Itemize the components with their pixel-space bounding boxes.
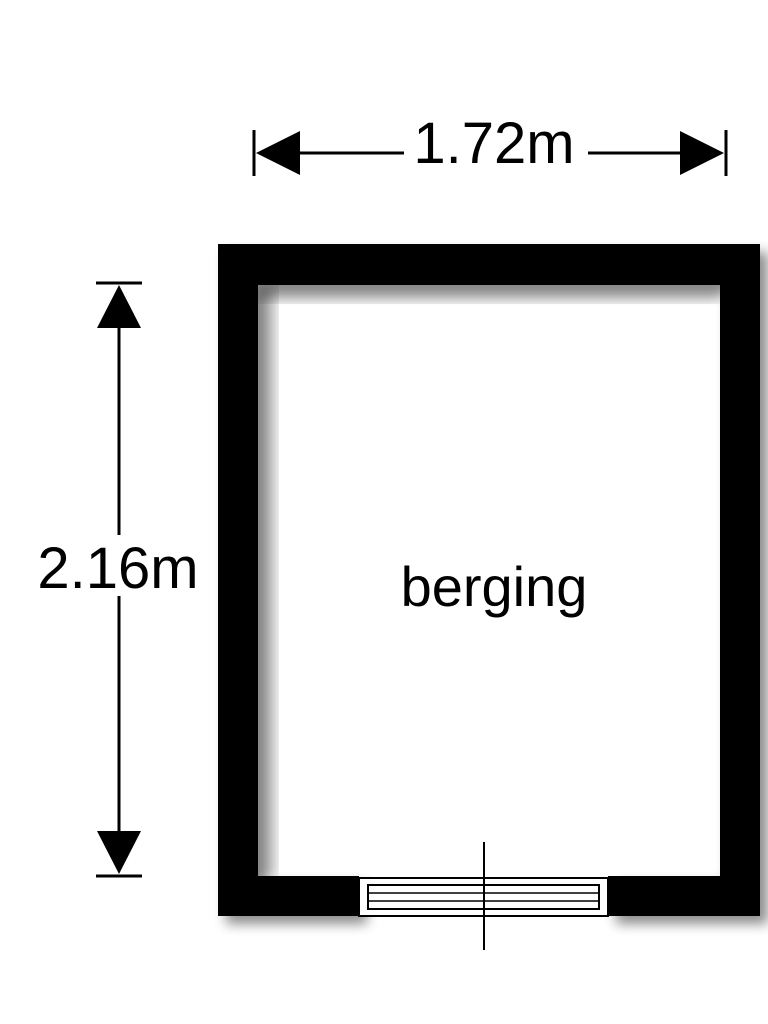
room-label: berging (401, 555, 588, 618)
depth-label: 2.16m (37, 536, 198, 601)
width-dimension: 1.72m (252, 111, 728, 176)
depth-dimension: 2.16m (37, 281, 199, 878)
interior-shadow (258, 285, 720, 876)
width-arrow-right (680, 131, 724, 175)
depth-arrow-bottom (97, 831, 141, 874)
door-opening (358, 842, 609, 950)
depth-arrow-top (97, 285, 141, 328)
width-arrow-left (256, 131, 300, 175)
width-label: 1.72m (413, 111, 574, 176)
